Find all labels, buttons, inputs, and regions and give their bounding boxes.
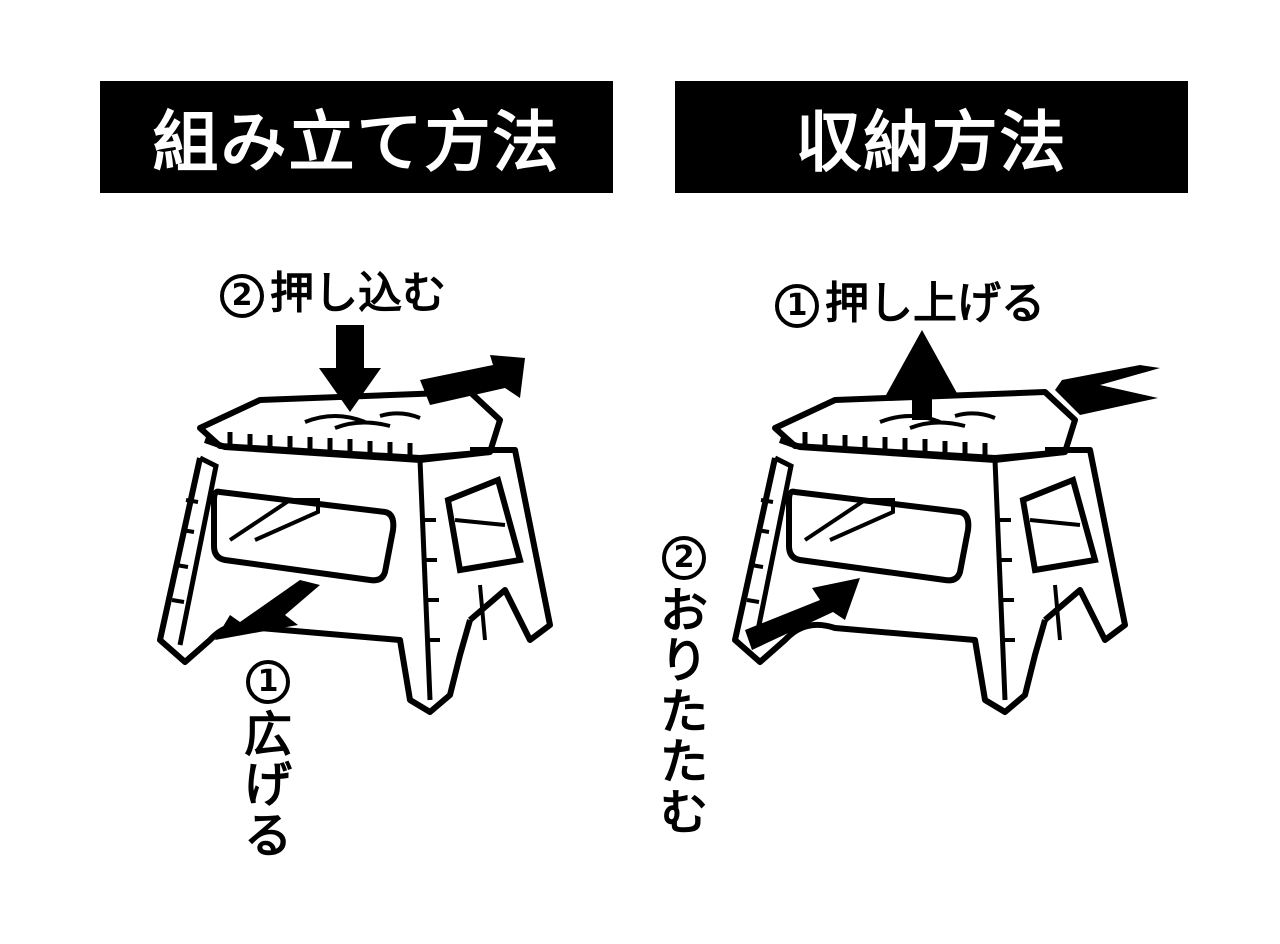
step-fold-char: お <box>660 583 709 639</box>
assembly-method-header: 組み立て方法 <box>100 81 613 193</box>
step-push-in-text: 押し込む <box>270 268 446 319</box>
step-spread-char: 広 <box>244 707 293 763</box>
step-spread-char: る <box>244 807 293 864</box>
stool-left <box>160 392 550 712</box>
arrow-down-left <box>319 325 381 412</box>
step-fold-char: た <box>660 683 709 740</box>
assembly-method-title: 組み立て方法 <box>152 104 561 181</box>
step-push-up-text: 押し上げる <box>825 278 1045 329</box>
step-number-circle: 2 <box>220 274 264 318</box>
arrow-in-right-panel <box>1055 365 1160 415</box>
step-fold-char: た <box>660 734 709 791</box>
step-spread-label: 1 広 げ る <box>244 660 292 861</box>
step-number-circle: 1 <box>246 660 290 704</box>
storage-method-header: 収納方法 <box>675 81 1188 193</box>
arrow-fold-right-panel <box>745 578 860 650</box>
step-fold-char: む <box>660 784 709 841</box>
step-number-circle: 2 <box>662 536 706 580</box>
stool-right <box>735 392 1125 712</box>
step-fold-label: 2 お り た た む <box>660 536 708 838</box>
storage-method-title: 収納方法 <box>795 104 1068 181</box>
arrow-down-left-spread <box>215 580 320 640</box>
arrow-up-right-panel <box>886 330 958 420</box>
step-fold-char: り <box>660 633 709 690</box>
step-spread-char: げ <box>244 757 293 814</box>
arrow-up-right-left <box>420 355 525 405</box>
step-number-circle: 1 <box>775 284 819 328</box>
